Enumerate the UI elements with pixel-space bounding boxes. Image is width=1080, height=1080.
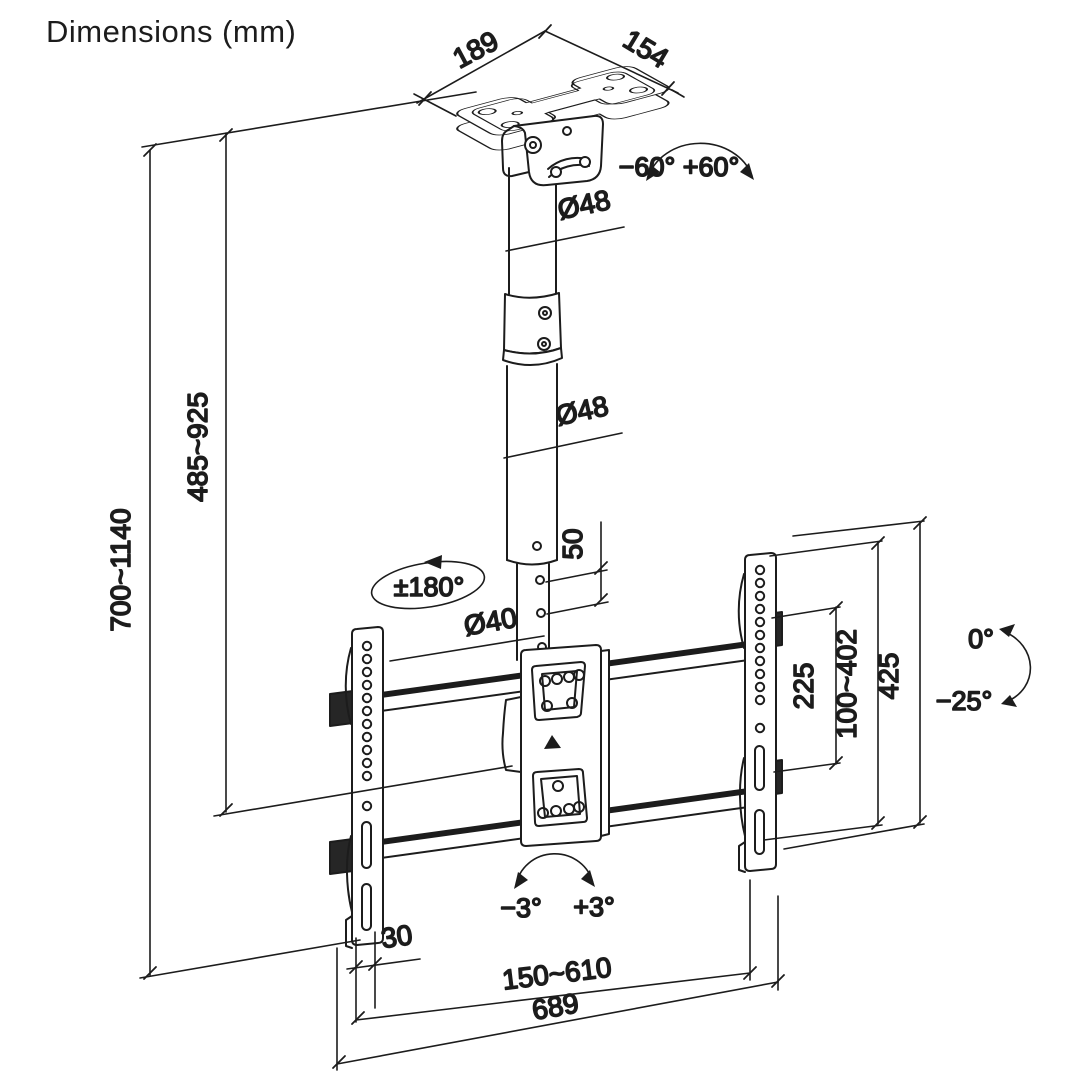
dim-swivel-range: −60° +60°	[618, 142, 754, 183]
left-vesa-bracket	[344, 626, 384, 949]
right-vesa-bracket	[737, 552, 777, 873]
dim-label-tilt-down: −25°	[936, 686, 993, 716]
dim-label-rotation: ±180°	[394, 572, 465, 602]
dim-tilt-range: 0° −25°	[935, 623, 1032, 717]
dim-label-drop-inner: 485~925	[182, 392, 213, 502]
dim-label-vesa-range: 100~402	[831, 629, 862, 739]
dim-label-swivel: −60° +60°	[619, 152, 740, 182]
dim-overall-width: 689	[332, 895, 785, 1071]
dim-label-level-minus: −3°	[500, 893, 542, 923]
dim-bracket-height: 425	[783, 516, 927, 850]
orientation-arrow-icon	[544, 735, 561, 749]
dim-bracket-offset: 30	[346, 918, 421, 1023]
dim-vesa-height-range: 100~402	[763, 536, 885, 841]
right-bracket-holes	[754, 564, 766, 855]
dim-label-level-plus: +3°	[573, 892, 615, 922]
vesa-head	[501, 644, 610, 847]
dim-hole-pitch: 50	[545, 521, 609, 615]
dim-drop-overall: 700~1140	[104, 143, 361, 980]
dim-drop-inner: 485~925	[141, 91, 513, 817]
left-bracket-holes	[361, 640, 373, 931]
lower-pole	[516, 563, 550, 661]
dim-head-hole-span: 225	[771, 601, 843, 773]
dim-label-drop-overall: 700~1140	[105, 508, 136, 631]
mid-pole	[506, 363, 558, 566]
dim-label-head-span: 225	[788, 663, 819, 710]
dim-label-pitch: 50	[557, 528, 588, 559]
ceiling-plate	[456, 66, 670, 151]
dim-label-tilt-zero: 0°	[968, 624, 994, 654]
dim-label-offset: 30	[379, 919, 414, 954]
tilt-hinge	[501, 114, 604, 187]
dim-label-bracket-height: 425	[873, 653, 904, 700]
dim-level-adjust: −3° +3°	[499, 853, 616, 924]
ceiling-mount-assembly	[329, 66, 783, 949]
page-title: Dimensions (mm)	[46, 14, 296, 49]
dim-rotation: ±180°	[370, 555, 486, 610]
pole-collar	[502, 292, 563, 366]
